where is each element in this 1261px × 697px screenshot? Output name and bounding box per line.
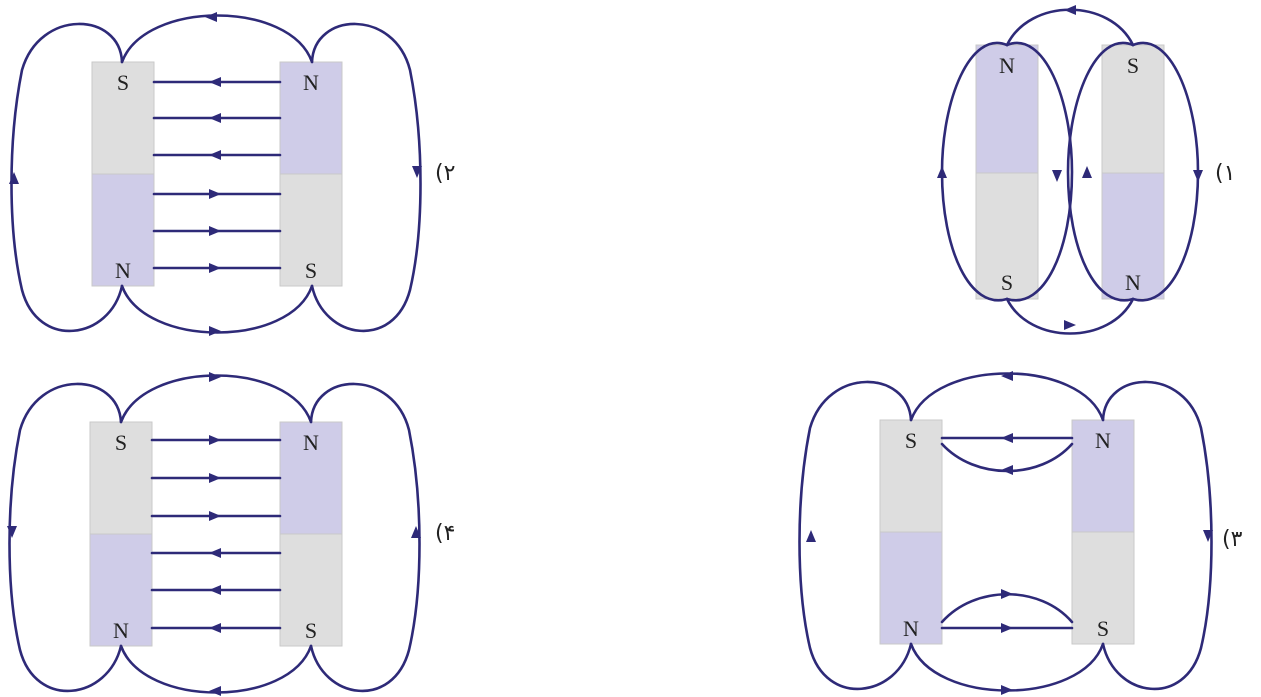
magnet-bottom-half (91, 173, 155, 287)
pole-label-bottom: N (903, 616, 919, 641)
right-magnet: N S (279, 421, 343, 647)
option-label: (۴ (435, 521, 455, 546)
pole-label-bottom: N (1125, 270, 1141, 295)
option-3-diagram: S N N S (798, 371, 1243, 695)
pole-label-bottom: S (1001, 270, 1013, 295)
left-magnet: S N (91, 61, 155, 287)
magnet-bottom-half (279, 533, 343, 647)
pole-label-bottom: S (305, 618, 317, 643)
magnet-bottom-half (975, 172, 1039, 300)
pole-label-top: S (117, 70, 129, 95)
magnet-top-half (89, 421, 153, 535)
magnet-top-half (91, 61, 155, 175)
option-label: (۳ (1222, 527, 1243, 552)
field-lines (937, 5, 1203, 335)
option-label: (۱ (1215, 161, 1235, 186)
pole-label-top: N (1095, 428, 1111, 453)
pole-label-top: N (999, 53, 1015, 78)
option-1-diagram: N S S N (۱ (937, 5, 1235, 335)
magnet-top-half (1071, 419, 1135, 533)
pole-label-top: N (303, 430, 319, 455)
pole-label-top: N (303, 70, 319, 95)
magnet-bottom-half (879, 531, 943, 645)
option-2-diagram: S N N S (9, 12, 455, 336)
field-lines-between (150, 435, 282, 633)
left-magnet: S N (89, 421, 153, 647)
magnet-bottom-half (89, 533, 153, 647)
field-lines-outer (9, 12, 422, 336)
field-lines-outer (7, 372, 421, 696)
left-magnet: N S (975, 44, 1039, 300)
left-magnet: S N (879, 419, 943, 645)
field-lines-between (152, 77, 282, 273)
right-magnet: S N (1101, 44, 1165, 300)
pole-label-top: S (1127, 53, 1139, 78)
pole-label-top: S (905, 428, 917, 453)
pole-label-bottom: N (113, 618, 129, 643)
magnet-bottom-half (1101, 172, 1165, 300)
magnet-bottom-half (1071, 531, 1135, 645)
right-magnet: N S (1071, 419, 1135, 645)
pole-label-bottom: S (1097, 616, 1109, 641)
right-magnet: N S (279, 61, 343, 287)
pole-label-bottom: N (115, 258, 131, 283)
pole-label-top: S (115, 430, 127, 455)
pole-label-bottom: S (305, 258, 317, 283)
field-lines-inner (940, 433, 1074, 633)
field-lines-outer (798, 371, 1213, 695)
magnet-bottom-half (279, 173, 343, 287)
option-label: (۲ (435, 161, 455, 186)
option-4-diagram: S N N S (7, 372, 455, 696)
magnet-top-half (975, 44, 1039, 174)
magnet-top-half (279, 421, 343, 535)
